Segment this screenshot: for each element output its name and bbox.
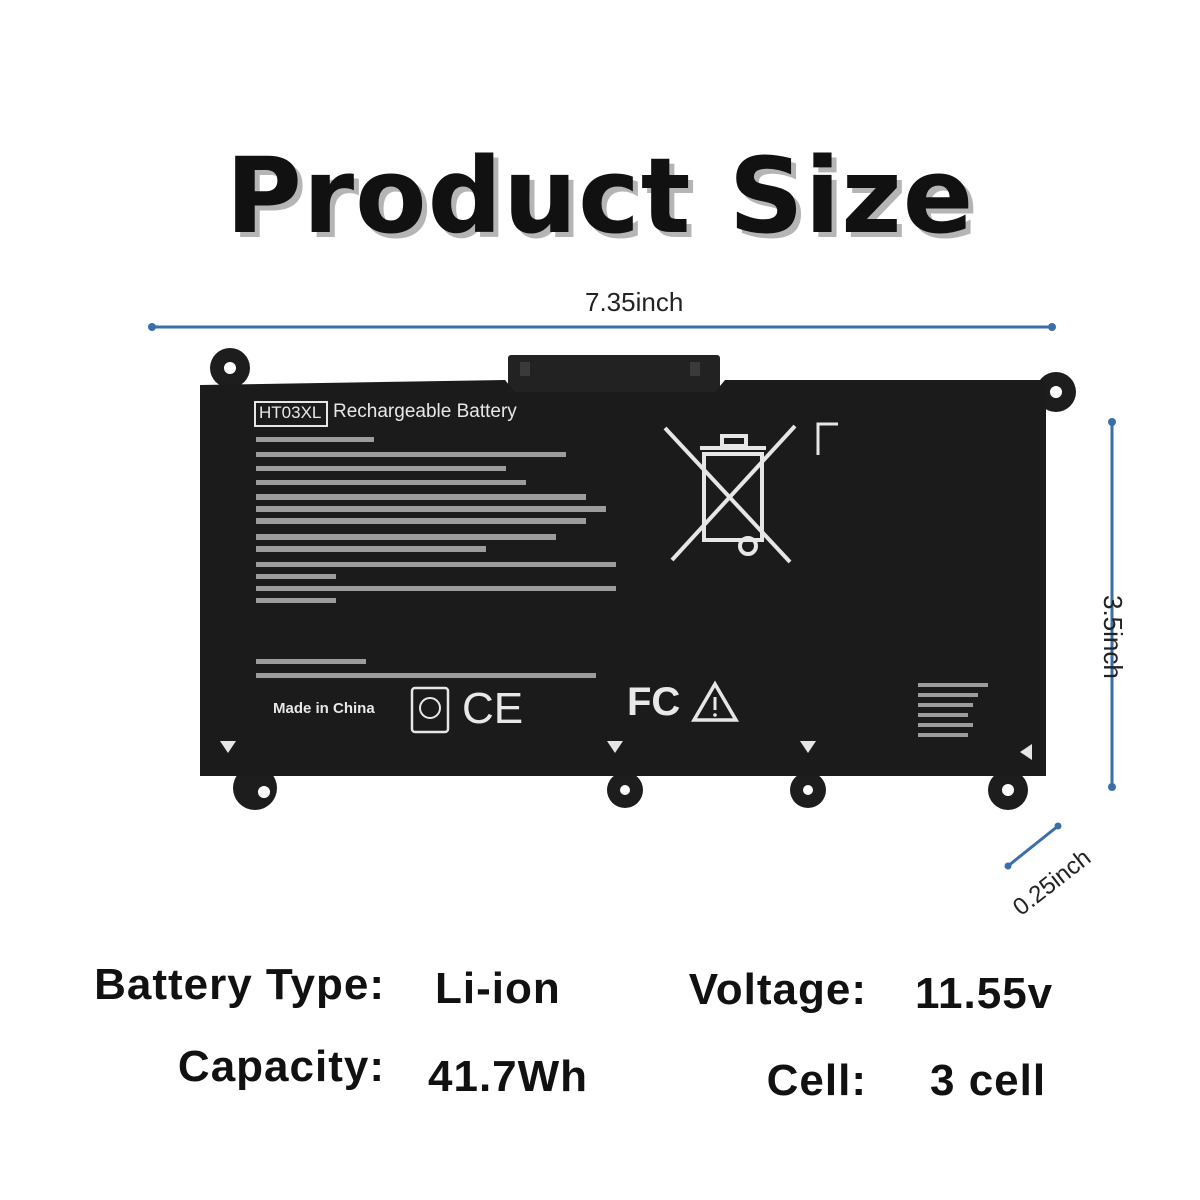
battery-model: HT03XL [259, 403, 322, 422]
ce-mark: CE [462, 684, 524, 733]
depth-dimension-line [1004, 822, 1062, 870]
model-box [254, 401, 328, 427]
capacity-label: Capacity: [177, 1042, 385, 1091]
width-label: 7.35inch [585, 287, 684, 317]
fcc-mark: FC [627, 680, 681, 724]
battery-type-label: Battery Type: [94, 960, 385, 1009]
voltage-value: 11.55v [915, 969, 1054, 1018]
orientation-arrows [220, 741, 1032, 760]
weee-bin-icon [663, 424, 797, 564]
voltage-label: Voltage: [688, 965, 867, 1014]
battery-name: Rechargeable Battery [333, 401, 517, 422]
battery-type-value: Li-ion [435, 964, 561, 1013]
page-title: Product Size [225, 135, 975, 257]
height-label: 3.5inch [1098, 595, 1128, 679]
height-dimension-line [1108, 418, 1116, 791]
regulatory-text [256, 437, 988, 737]
capacity-value: 41.7Wh [428, 1052, 589, 1101]
recycle-icon [410, 686, 450, 734]
warning-icon [690, 680, 740, 722]
cell-value: 3 cell [930, 1056, 1047, 1105]
corner-mark [816, 422, 838, 455]
width-dimension-line [148, 323, 1056, 331]
cell-label: Cell: [766, 1056, 867, 1105]
made-in-label: Made in China [273, 700, 375, 717]
